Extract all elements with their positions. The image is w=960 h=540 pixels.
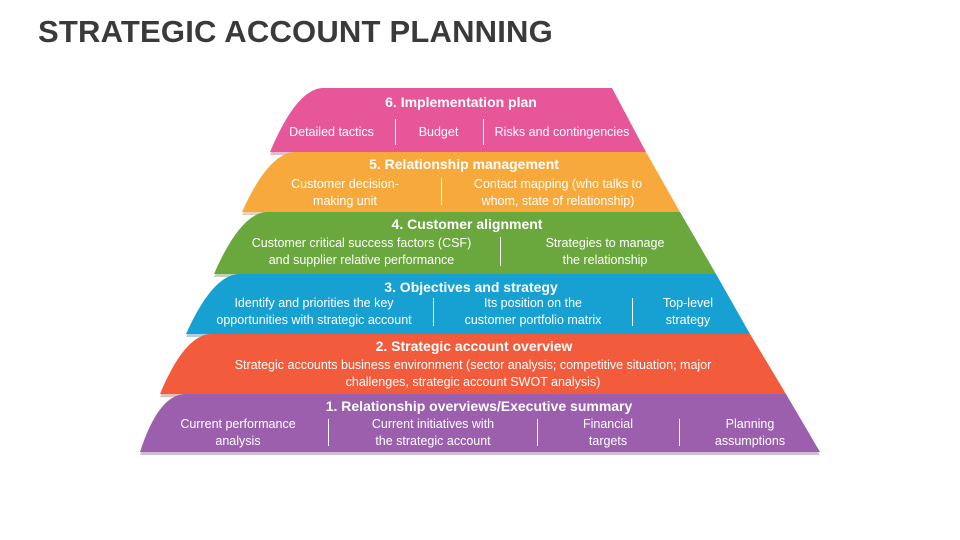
pyramid-band-1 xyxy=(140,394,820,452)
pyramid-band-5 xyxy=(242,152,680,212)
page-title: STRATEGIC ACCOUNT PLANNING xyxy=(38,14,553,49)
pyramid-band-6 xyxy=(270,88,646,152)
pyramid-band-2 xyxy=(160,334,786,394)
pyramid-band-4 xyxy=(214,212,716,274)
pyramid-band-3 xyxy=(186,274,750,334)
